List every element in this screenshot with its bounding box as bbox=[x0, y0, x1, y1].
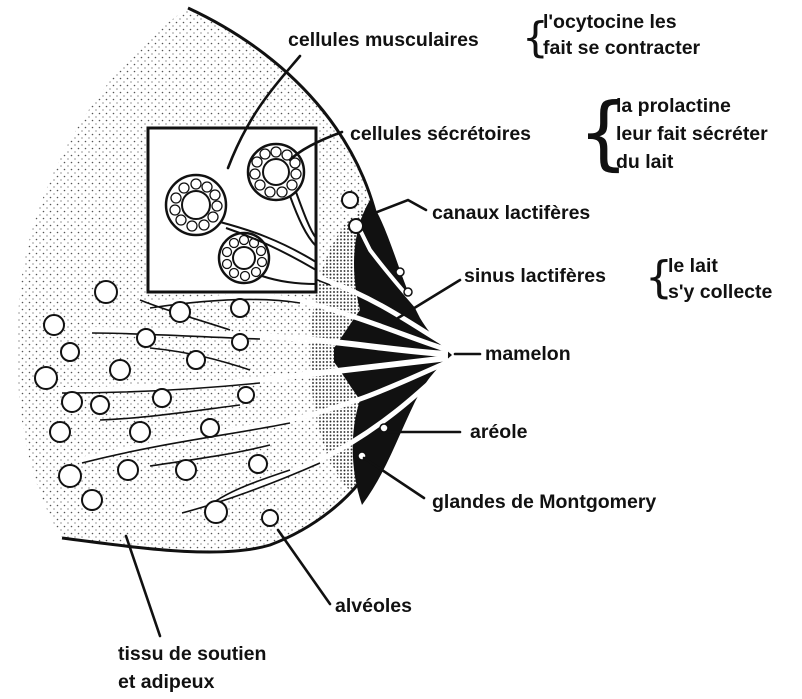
label-tissu-1: tissu de soutien bbox=[118, 643, 266, 665]
label-mamelon: mamelon bbox=[485, 343, 571, 365]
label-prolactine-3: du lait bbox=[616, 151, 674, 173]
label-alveoles: alvéoles bbox=[335, 595, 412, 617]
label-prolactine-2: leur fait sécréter bbox=[616, 123, 768, 145]
lobule-2 bbox=[248, 144, 304, 200]
leader-alveoles bbox=[278, 530, 330, 604]
label-cellules-musculaires: cellules musculaires bbox=[288, 29, 479, 51]
label-areole: aréole bbox=[470, 421, 528, 443]
label-lait-1: le lait bbox=[668, 255, 718, 277]
label-sinus-lactiferes: sinus lactifères bbox=[464, 265, 606, 287]
lobule-1 bbox=[166, 175, 226, 235]
label-ocytocine-2: fait se contracter bbox=[543, 37, 701, 59]
label-glandes-montgomery: glandes de Montgomery bbox=[432, 491, 656, 513]
label-cellules-secretoires: cellules sécrétoires bbox=[350, 123, 531, 145]
leader-canaux bbox=[372, 200, 426, 214]
lobule-3 bbox=[219, 233, 269, 283]
label-canaux-lactiferes: canaux lactifères bbox=[432, 202, 590, 224]
leader-tissu bbox=[126, 536, 160, 636]
label-prolactine-1: la prolactine bbox=[616, 95, 731, 117]
magnified-inset bbox=[148, 128, 316, 292]
label-tissu-2: et adipeux bbox=[118, 671, 215, 693]
label-ocytocine-1: l'ocytocine les bbox=[543, 11, 677, 33]
label-lait-2: s'y collecte bbox=[668, 281, 773, 303]
